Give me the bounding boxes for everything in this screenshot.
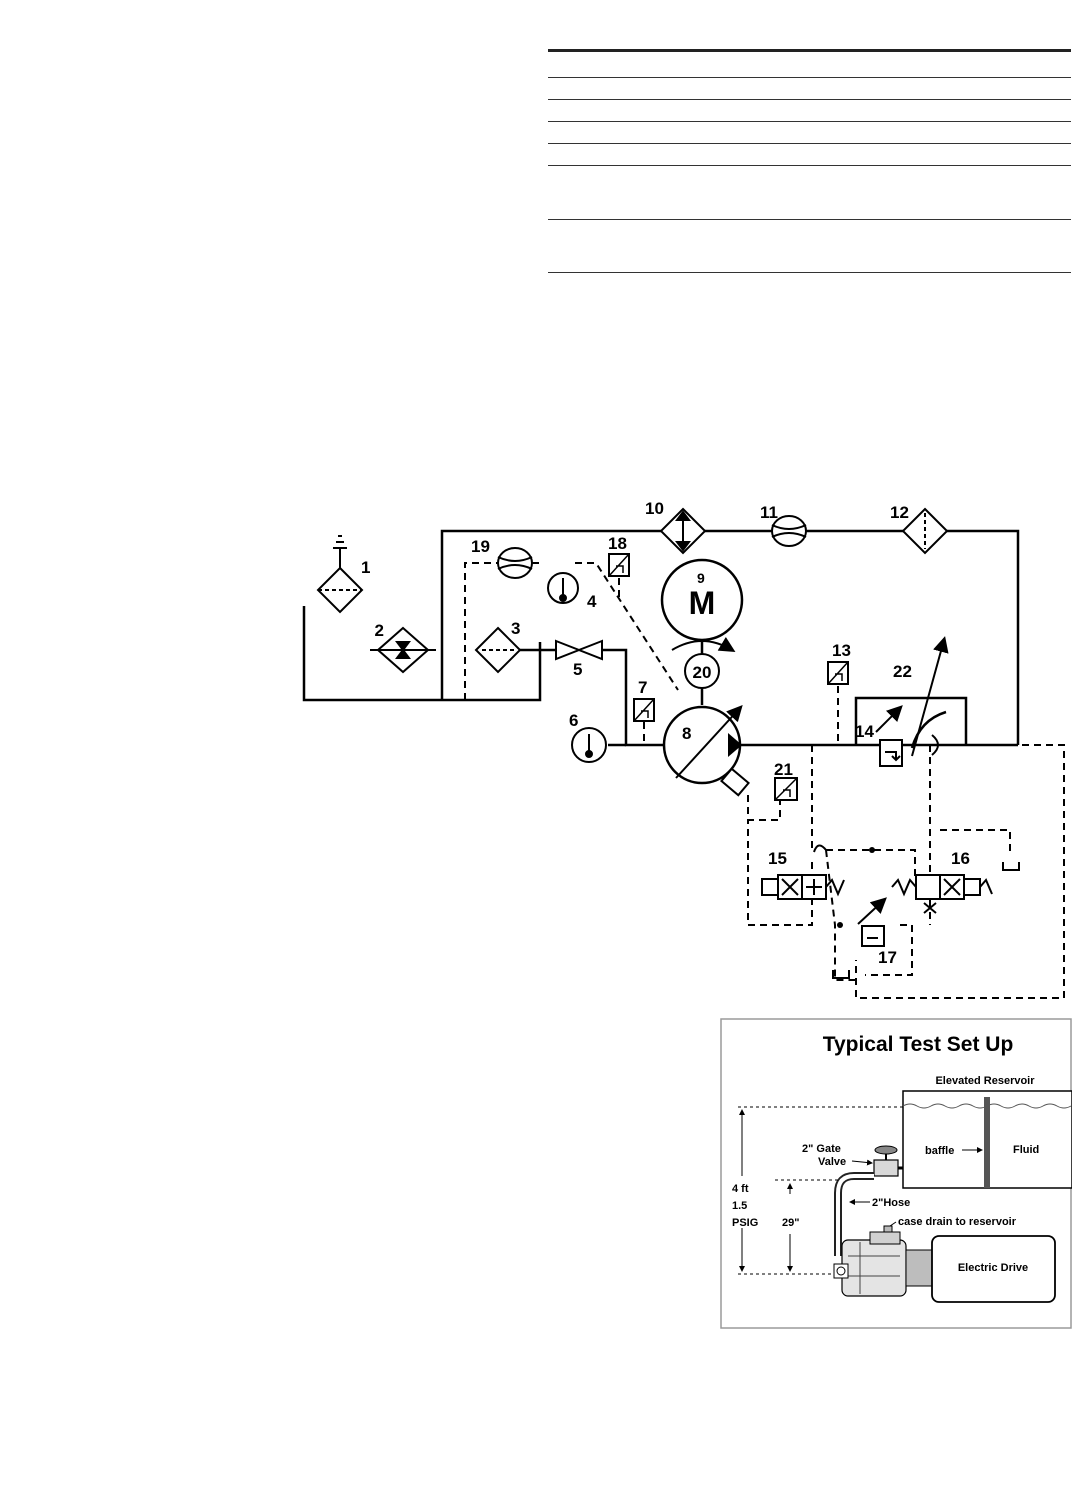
label-9: 9 — [697, 570, 705, 586]
pump-unit — [833, 1231, 933, 1297]
gate-valve-label-2: Valve — [818, 1156, 846, 1168]
baffle-label: baffle — [925, 1145, 954, 1157]
label-2: 2 — [375, 621, 384, 640]
pilot-relief-17 — [857, 897, 887, 947]
table-row-rule — [548, 77, 1071, 78]
hydraulic-schematic: M — [302, 499, 1065, 999]
label-8: 8 — [682, 724, 691, 743]
reservoir-label: Elevated Reservoir — [935, 1075, 1035, 1087]
label-13: 13 — [832, 641, 851, 660]
variable-restrictor-22 — [910, 710, 947, 749]
gate-valve-label-1: 2" Gate — [802, 1143, 841, 1155]
case-drain-line — [532, 562, 679, 691]
label-21: 21 — [774, 760, 793, 779]
panel-title: Typical Test Set Up — [823, 1033, 1014, 1056]
table-row-rule — [548, 165, 1071, 166]
label-10: 10 — [645, 499, 664, 518]
table-row-rule — [548, 143, 1071, 144]
gate-valve-body — [873, 1159, 899, 1177]
label-11: 11 — [760, 503, 778, 522]
label-6: 6 — [569, 711, 578, 730]
reservoir-outline — [302, 606, 542, 702]
label-14: 14 — [855, 722, 874, 741]
label-12: 12 — [890, 503, 909, 522]
return-line — [440, 529, 1020, 745]
relief-valve-14 — [875, 705, 903, 767]
directional-valve-15 — [761, 844, 845, 900]
flowmeter-19 — [497, 547, 533, 579]
variable-pump-symbol — [662, 705, 750, 797]
baffle-plate — [984, 1097, 990, 1188]
tank-symbols — [832, 862, 1020, 979]
label-17: 17 — [878, 948, 897, 967]
breather-symbol — [316, 535, 364, 614]
drain-line-19 — [464, 562, 498, 700]
case-drain-label: case drain to reservoir — [898, 1216, 1017, 1228]
test-setup-panel: Typical Test Set Up Elevated Reservoir b… — [720, 1018, 1072, 1329]
height-psi-value: 1.5 — [732, 1200, 747, 1212]
label-7: 7 — [638, 678, 647, 697]
pressure-filter-symbol — [901, 507, 949, 555]
label-4: 4 — [587, 592, 597, 611]
directional-valve-16 — [891, 874, 993, 914]
motor-letter: M — [689, 585, 716, 621]
label-18: 18 — [608, 534, 627, 553]
table-row-rule — [548, 99, 1071, 100]
label-1: 1 — [361, 558, 370, 577]
suction-filter-symbol — [474, 626, 522, 674]
electric-motor-symbol: M — [660, 558, 744, 642]
hose-label: 2"Hose — [872, 1197, 910, 1209]
suction-line — [520, 648, 668, 747]
label-22: 22 — [893, 662, 912, 681]
label-19: 19 — [471, 537, 490, 556]
table-top-rule — [548, 49, 1071, 52]
label-20: 20 — [693, 663, 712, 682]
table-row-rule — [548, 121, 1071, 122]
fluid-label: Fluid — [1013, 1144, 1039, 1156]
gate-valve-symbol — [555, 639, 603, 661]
height-ft-label: 4 ft — [732, 1183, 749, 1195]
electric-drive — [931, 1235, 1056, 1303]
label-15: 15 — [768, 849, 787, 868]
height-psi-unit: PSIG — [732, 1217, 758, 1229]
flowmeter-11 — [771, 515, 807, 547]
table-row-rule — [548, 219, 1071, 220]
label-16: 16 — [951, 849, 970, 868]
label-3: 3 — [511, 619, 520, 638]
inlet-height-label: 29" — [782, 1217, 799, 1229]
electric-drive-label: Electric Drive — [958, 1262, 1028, 1274]
load-box — [854, 696, 968, 745]
cooler-symbol — [659, 507, 707, 555]
torque-meter-20 — [684, 653, 720, 689]
table-bottom-rule — [548, 272, 1071, 273]
label-5: 5 — [573, 660, 582, 679]
heat-exchanger-symbol — [370, 626, 436, 674]
